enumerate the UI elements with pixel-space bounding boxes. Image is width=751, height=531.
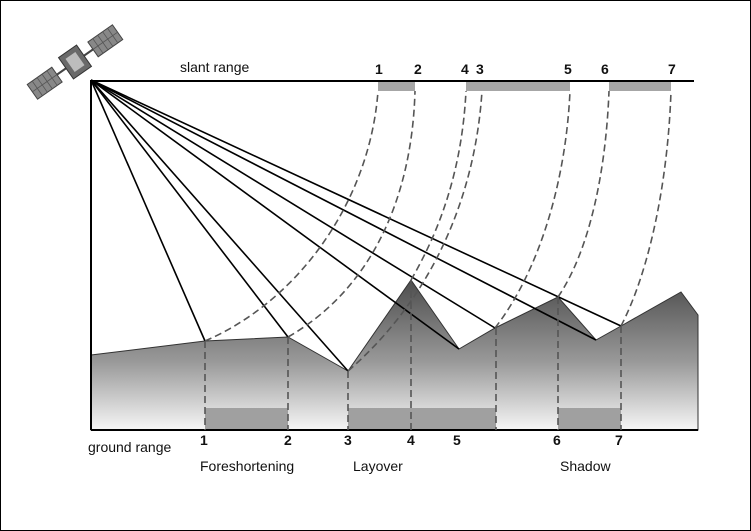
- shadow-label: Shadow: [560, 458, 611, 474]
- radar-rays: [90, 79, 622, 372]
- ground-range-label: ground range: [88, 439, 172, 455]
- slant-number-1: 1: [375, 61, 383, 77]
- slant-range-label: slant range: [180, 59, 249, 75]
- foreshortening-label: Foreshortening: [200, 458, 294, 474]
- slant-number-7: 7: [668, 61, 676, 77]
- layover-label: Layover: [353, 458, 403, 474]
- slant-number-2: 2: [414, 61, 422, 77]
- ground-number-1: 1: [200, 432, 208, 448]
- projection-arcs: [204, 90, 672, 372]
- satellite-icon: [26, 24, 124, 100]
- slant-range-numbers: 1 2 4 3 5 6 7: [375, 61, 676, 77]
- slant-number-3: 3: [476, 61, 484, 77]
- ground-range-segments: [205, 408, 621, 430]
- ground-number-3: 3: [344, 432, 352, 448]
- ground-number-6: 6: [553, 432, 561, 448]
- slant-number-5: 5: [564, 61, 572, 77]
- ground-projection-drops: [204, 280, 622, 430]
- ground-number-4: 4: [407, 432, 415, 448]
- slant-number-6: 6: [601, 61, 609, 77]
- ground-number-2: 2: [284, 432, 292, 448]
- slant-range-segments: [378, 82, 671, 91]
- ground-number-7: 7: [615, 432, 623, 448]
- ground-range-numbers: 1 2 3 4 5 6 7: [200, 432, 623, 448]
- slant-number-4: 4: [461, 61, 469, 77]
- ground-number-5: 5: [453, 432, 461, 448]
